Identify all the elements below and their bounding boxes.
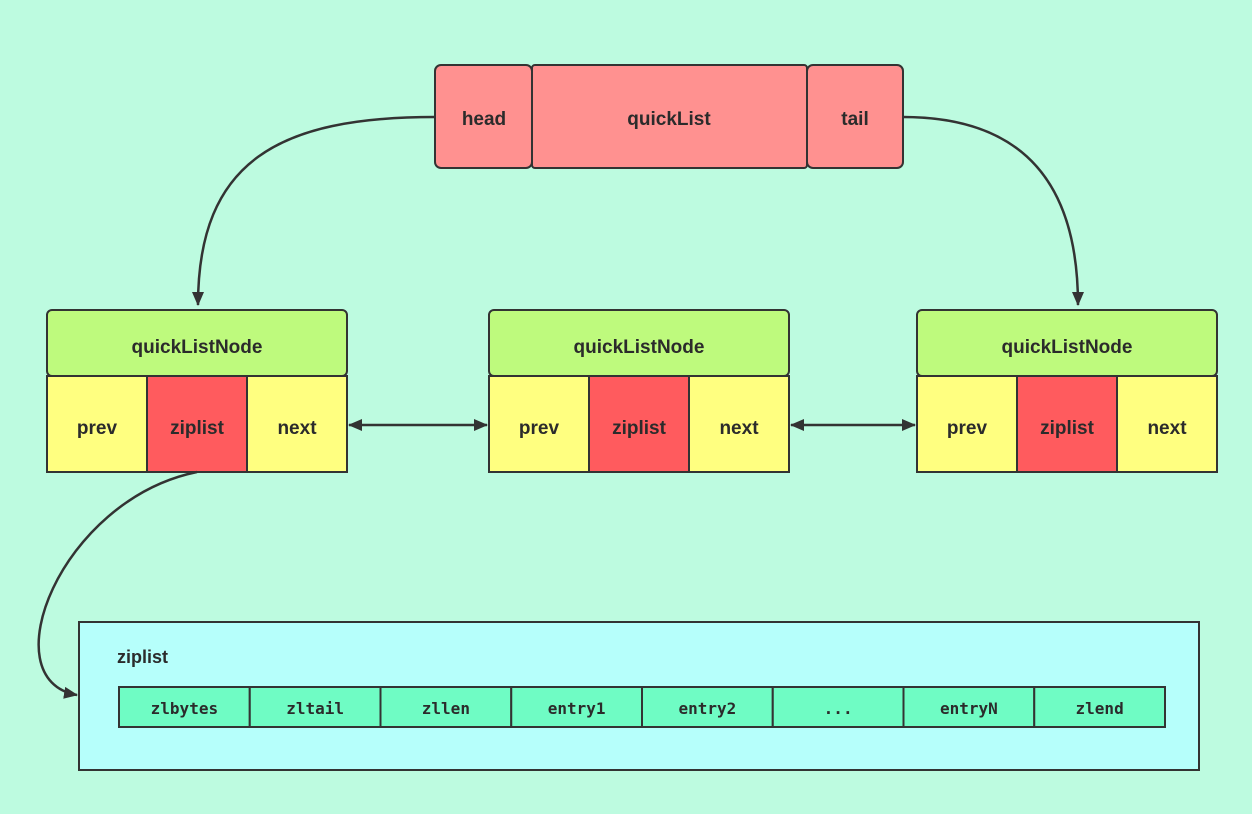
node-ziplist-label: ziplist	[1040, 418, 1095, 439]
quicklist-node-2: quickListNode prev ziplist next	[488, 309, 790, 473]
ziplist-cell	[510, 686, 643, 728]
ziplist-title: ziplist	[117, 647, 168, 667]
ziplist-cell	[118, 686, 251, 728]
ziplist-cell-label: entry2	[678, 699, 736, 718]
node-ziplist-cell	[1016, 375, 1118, 473]
ziplist-cell	[1033, 686, 1166, 728]
quicklist-title-label: quickList	[627, 109, 711, 130]
quicklist-node-3: quickListNode prev ziplist next	[916, 309, 1218, 473]
ziplist-container: ziplist zlbytes zltail zllen entry1 entry2..…	[78, 621, 1200, 771]
quicklist-node-1: quickListNode prev ziplist next	[46, 309, 348, 473]
node-prev-cell	[46, 375, 148, 473]
node-next-label: next	[1147, 418, 1187, 439]
node-prev-label: prev	[519, 418, 560, 439]
ziplist-cell	[379, 686, 513, 728]
node-next-cell	[246, 375, 348, 473]
quicklist-struct: head quickList tail	[434, 64, 904, 169]
node-prev-label: prev	[77, 418, 118, 439]
node-ziplist-cell	[588, 375, 690, 473]
ziplist-cell-label: entryN	[940, 699, 998, 718]
ziplist-pointer-arrow	[37, 470, 198, 699]
ziplist-cell-label: ...	[824, 699, 853, 718]
node-title: quickListNode	[574, 337, 705, 358]
node-next-label: next	[719, 418, 759, 439]
node-prev-label: prev	[947, 418, 988, 439]
node-next-cell	[1116, 375, 1218, 473]
node-ziplist-label: ziplist	[170, 418, 225, 439]
tail-pointer-arrow	[902, 115, 1084, 306]
ziplist-cell	[248, 686, 382, 728]
ziplist-cell	[902, 686, 1036, 728]
node-title: quickListNode	[132, 337, 263, 358]
ziplist-cell-label: zllen	[422, 699, 470, 718]
node-ziplist-label: ziplist	[612, 418, 667, 439]
quicklist-tail-label: tail	[841, 109, 868, 130]
ziplist-cell	[641, 686, 774, 728]
head-pointer-arrow	[192, 115, 436, 306]
ziplist-cell-label: entry1	[548, 699, 606, 718]
node-next-cell	[688, 375, 790, 473]
node-ziplist-cell	[146, 375, 248, 473]
ziplist-cell-label: zlbytes	[151, 699, 218, 718]
node-next-label: next	[277, 418, 317, 439]
ziplist-cell-label: zltail	[286, 699, 344, 718]
quicklist-head-label: head	[462, 109, 506, 130]
node-title: quickListNode	[1002, 337, 1133, 358]
ziplist-cells: zlbytes zltail zllen entry1 entry2... entryN z…	[118, 686, 1166, 728]
ziplist-cell	[771, 686, 905, 728]
ziplist-cell-label: zlend	[1076, 699, 1124, 718]
node-prev-cell	[488, 375, 590, 473]
